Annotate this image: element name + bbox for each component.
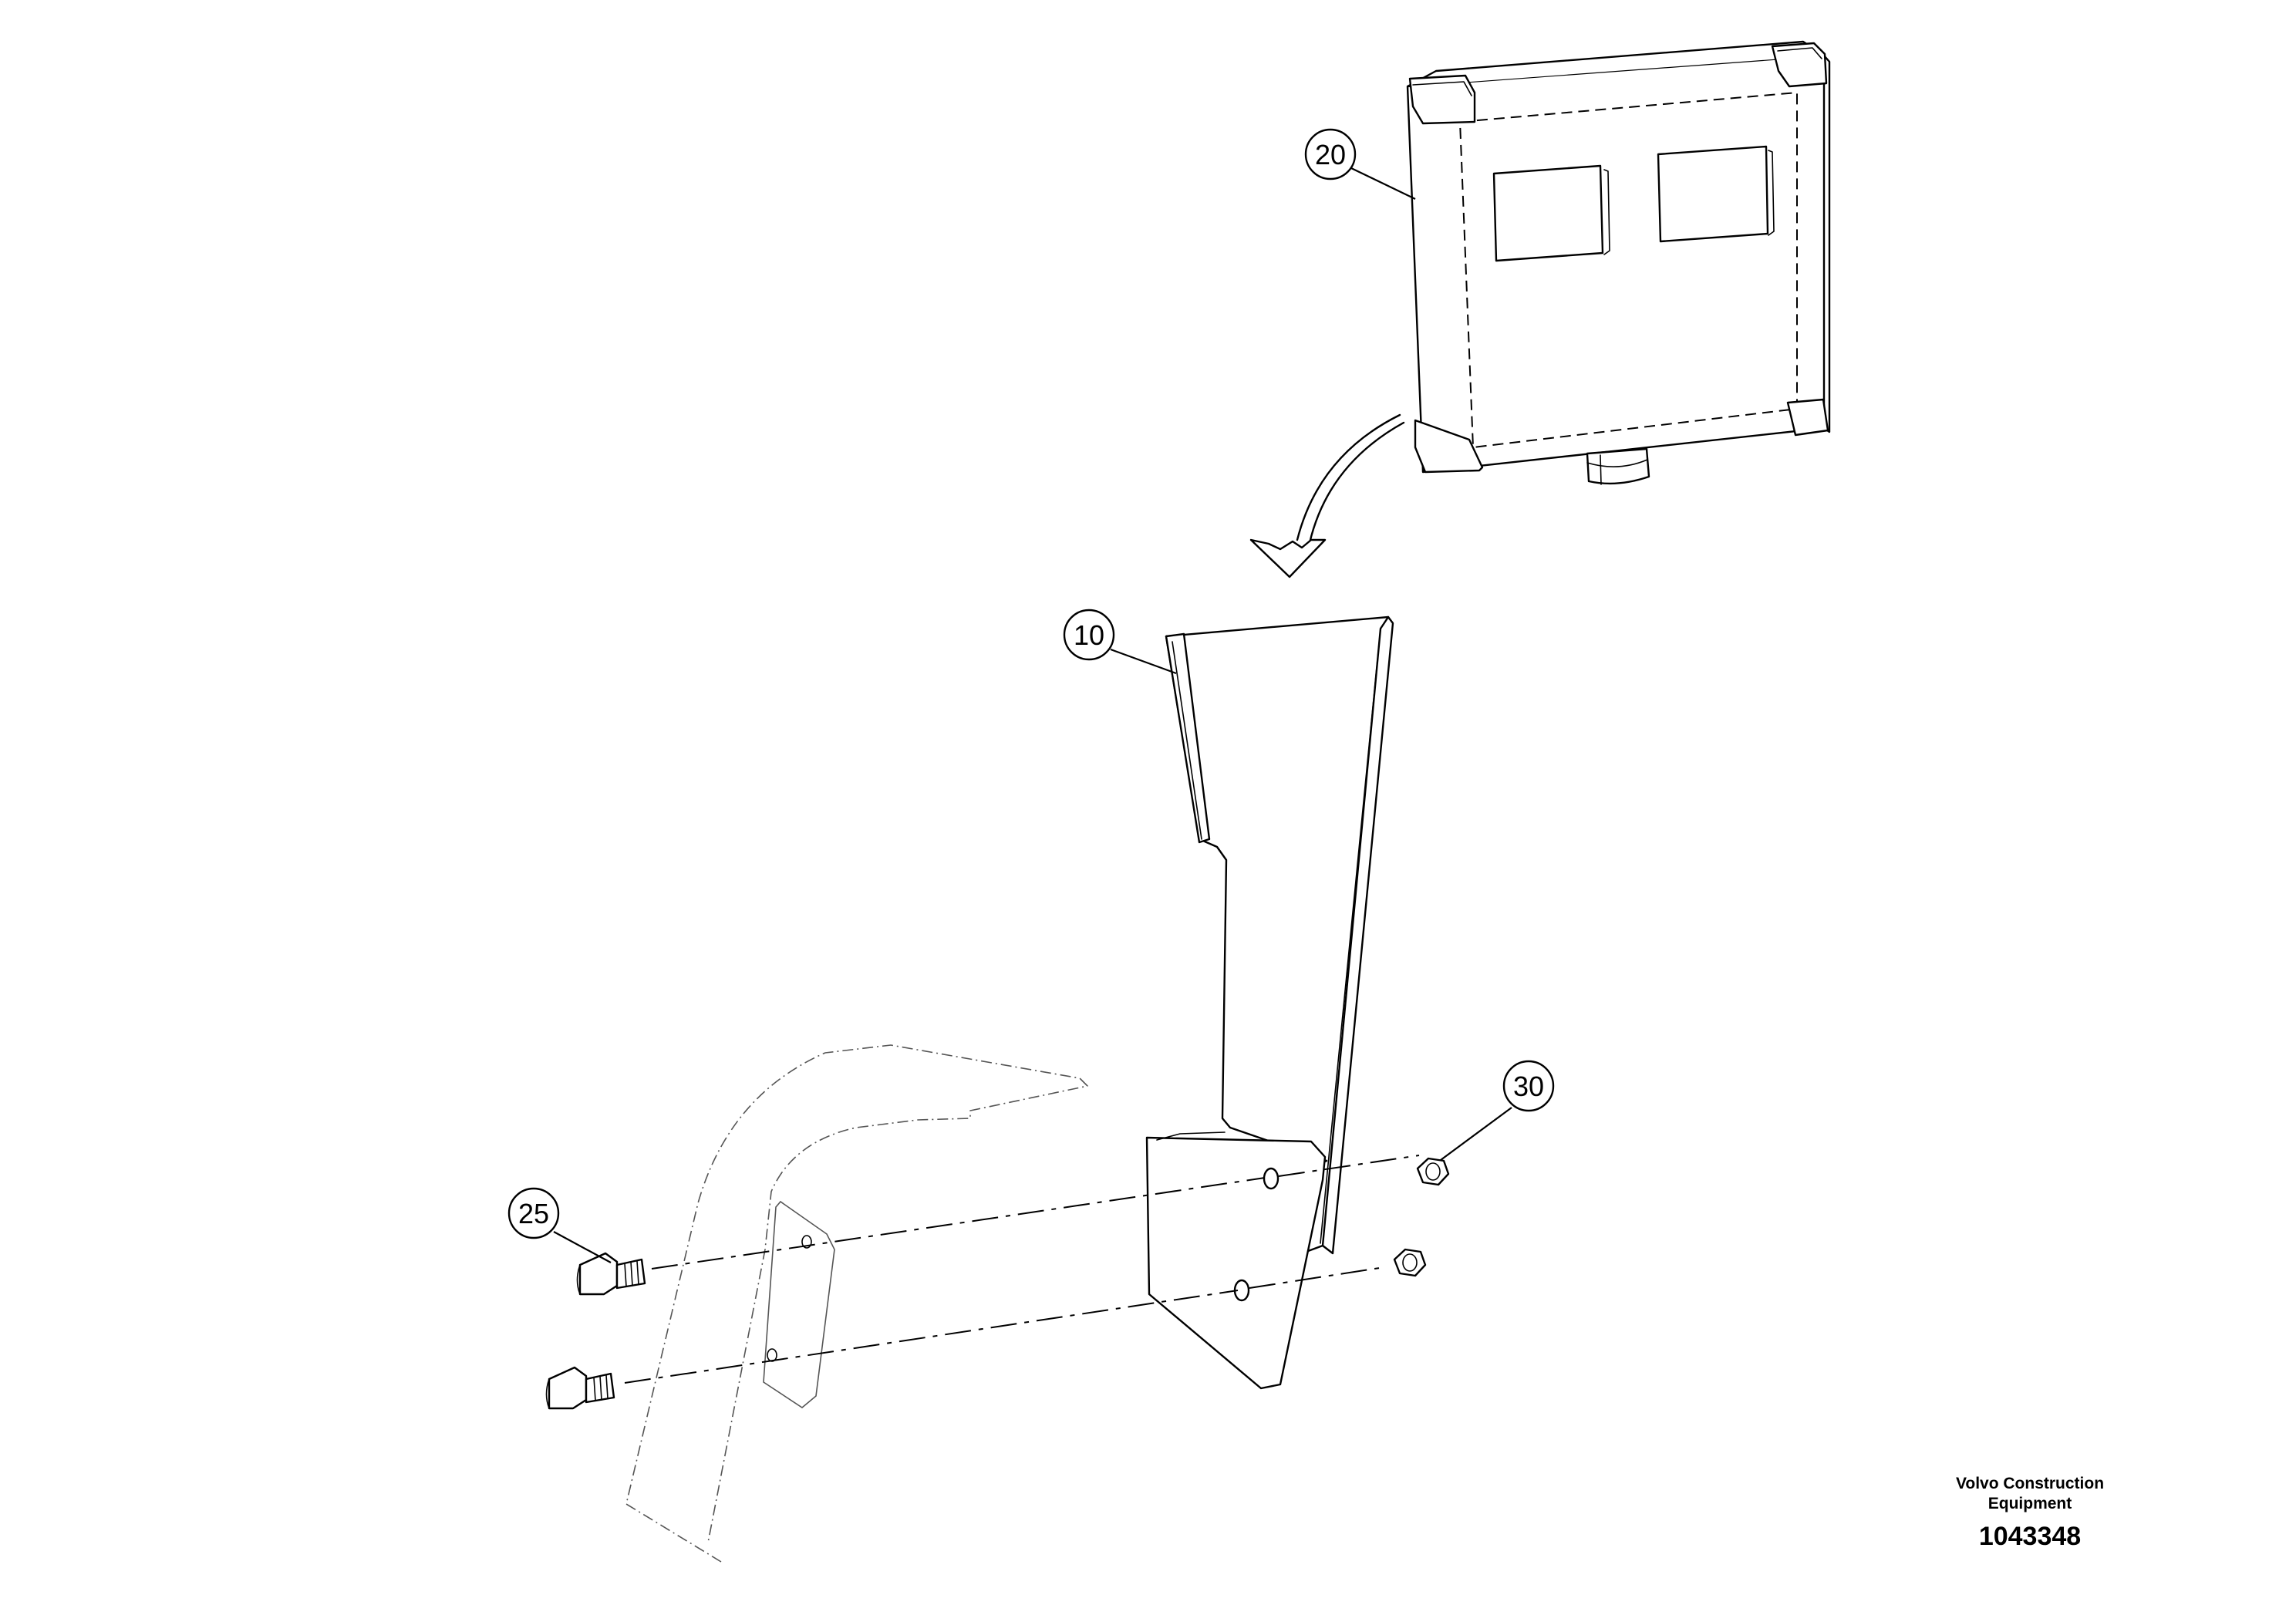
- part-20-control-box: [1406, 40, 1831, 485]
- corner-cap-top-right: [1771, 42, 1828, 88]
- drawing-number: 1043348: [1979, 1522, 2081, 1551]
- display-window-right: [1657, 145, 1769, 243]
- corner-cap-bottom-left: [1414, 419, 1484, 474]
- callout-20: 20: [1304, 128, 1416, 200]
- company-line-1: Volvo Construction: [1956, 1475, 2104, 1492]
- callout-25: 25: [507, 1187, 612, 1263]
- corner-cap-bottom-right: [1786, 398, 1829, 437]
- callout-30: 30: [1440, 1060, 1555, 1161]
- corner-cap-top-left: [1408, 74, 1476, 125]
- svg-text:30: 30: [1513, 1071, 1544, 1102]
- machine-frame-reference: [625, 1044, 1088, 1563]
- part-10-mounting-bracket: [1145, 615, 1394, 1390]
- svg-text:20: 20: [1315, 139, 1346, 170]
- company-line-2: Equipment: [1988, 1495, 2072, 1512]
- drawing-reference-block: Volvo Construction Equipment 1043348: [1956, 1475, 2104, 1551]
- display-window-left: [1492, 164, 1604, 262]
- callout-10: 10: [1063, 609, 1177, 675]
- svg-text:10: 10: [1074, 619, 1104, 651]
- part-30-nut-upper: [1416, 1157, 1450, 1186]
- svg-text:25: 25: [518, 1198, 549, 1229]
- bracket-lower-plate: [1145, 1136, 1327, 1390]
- part-30-nut-lower: [1393, 1248, 1427, 1277]
- part-25-bolt-lower: [545, 1366, 615, 1410]
- fastener-center-lines: [624, 1155, 1420, 1384]
- part-25-bolt-upper: [576, 1252, 646, 1296]
- assembly-direction-arrow: [1249, 413, 1405, 578]
